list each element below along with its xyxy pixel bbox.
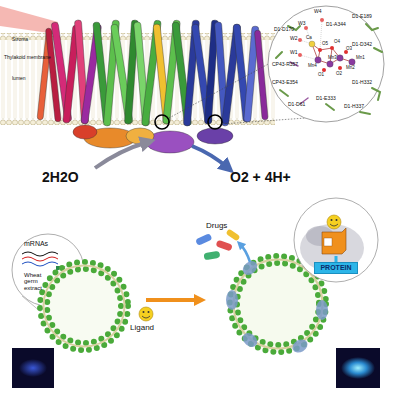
cluster-inset <box>268 6 384 122</box>
box-text: PROTEIN <box>320 264 352 272</box>
reaction-label: O2 + 4H+ <box>230 170 291 185</box>
part-label: O1 <box>318 73 324 78</box>
part-label: Ca <box>306 36 312 41</box>
reaction-arrow <box>95 142 148 168</box>
reaction-arrow <box>192 146 228 168</box>
part-label: Ligand <box>130 324 154 332</box>
part-label: D1-E333 <box>316 96 336 101</box>
part-label: Drugs <box>206 222 227 230</box>
part-label: O5 <box>322 42 328 47</box>
part-label: D1-H332 <box>352 80 372 85</box>
fluorescence-photo <box>12 348 380 388</box>
part-label: Mn4 <box>308 64 317 69</box>
part-label: Stroma <box>12 37 28 42</box>
ligand-arrow <box>139 300 200 321</box>
part-label: D1-D170 <box>274 27 294 32</box>
part-label: Mn2 <box>346 66 355 71</box>
drug-pills <box>195 229 250 262</box>
part-label: Mn1 <box>356 56 365 61</box>
zoom-line <box>222 118 306 124</box>
photosystem-protein <box>37 20 268 153</box>
part-label: Wheat germ extract <box>24 272 56 291</box>
protein-inset <box>294 198 378 282</box>
reaction-label: 2H2O <box>42 170 79 185</box>
part-label: W4 <box>314 9 322 14</box>
part-label: lumen <box>12 76 26 81</box>
site-marker <box>155 115 169 129</box>
liposome <box>40 262 128 350</box>
zoom-line <box>169 62 272 118</box>
part-label: D1-H337 <box>344 104 364 109</box>
part-label: Mn3 <box>328 56 337 61</box>
part-label: D1-E189 <box>352 14 372 19</box>
part-label: D1-A344 <box>326 22 346 27</box>
part-label: CP43-E354 <box>272 80 298 85</box>
part-label: W3 <box>298 21 306 26</box>
part-label: O4 <box>334 40 340 45</box>
part-label: D1-D342 <box>352 42 372 47</box>
part-label: mRNAs <box>24 240 48 247</box>
part-label: O2 <box>336 72 342 77</box>
protein-box: PROTEIN <box>314 262 358 274</box>
part-label: W1 <box>290 50 298 55</box>
part-label: CP43-R357 <box>272 62 298 67</box>
site-marker <box>208 115 222 129</box>
part-label: Thylakoid membrane <box>4 55 51 60</box>
part-label: O3 <box>346 47 352 52</box>
part-label: D1-D61 <box>288 102 305 107</box>
part-label: W2 <box>290 36 298 41</box>
